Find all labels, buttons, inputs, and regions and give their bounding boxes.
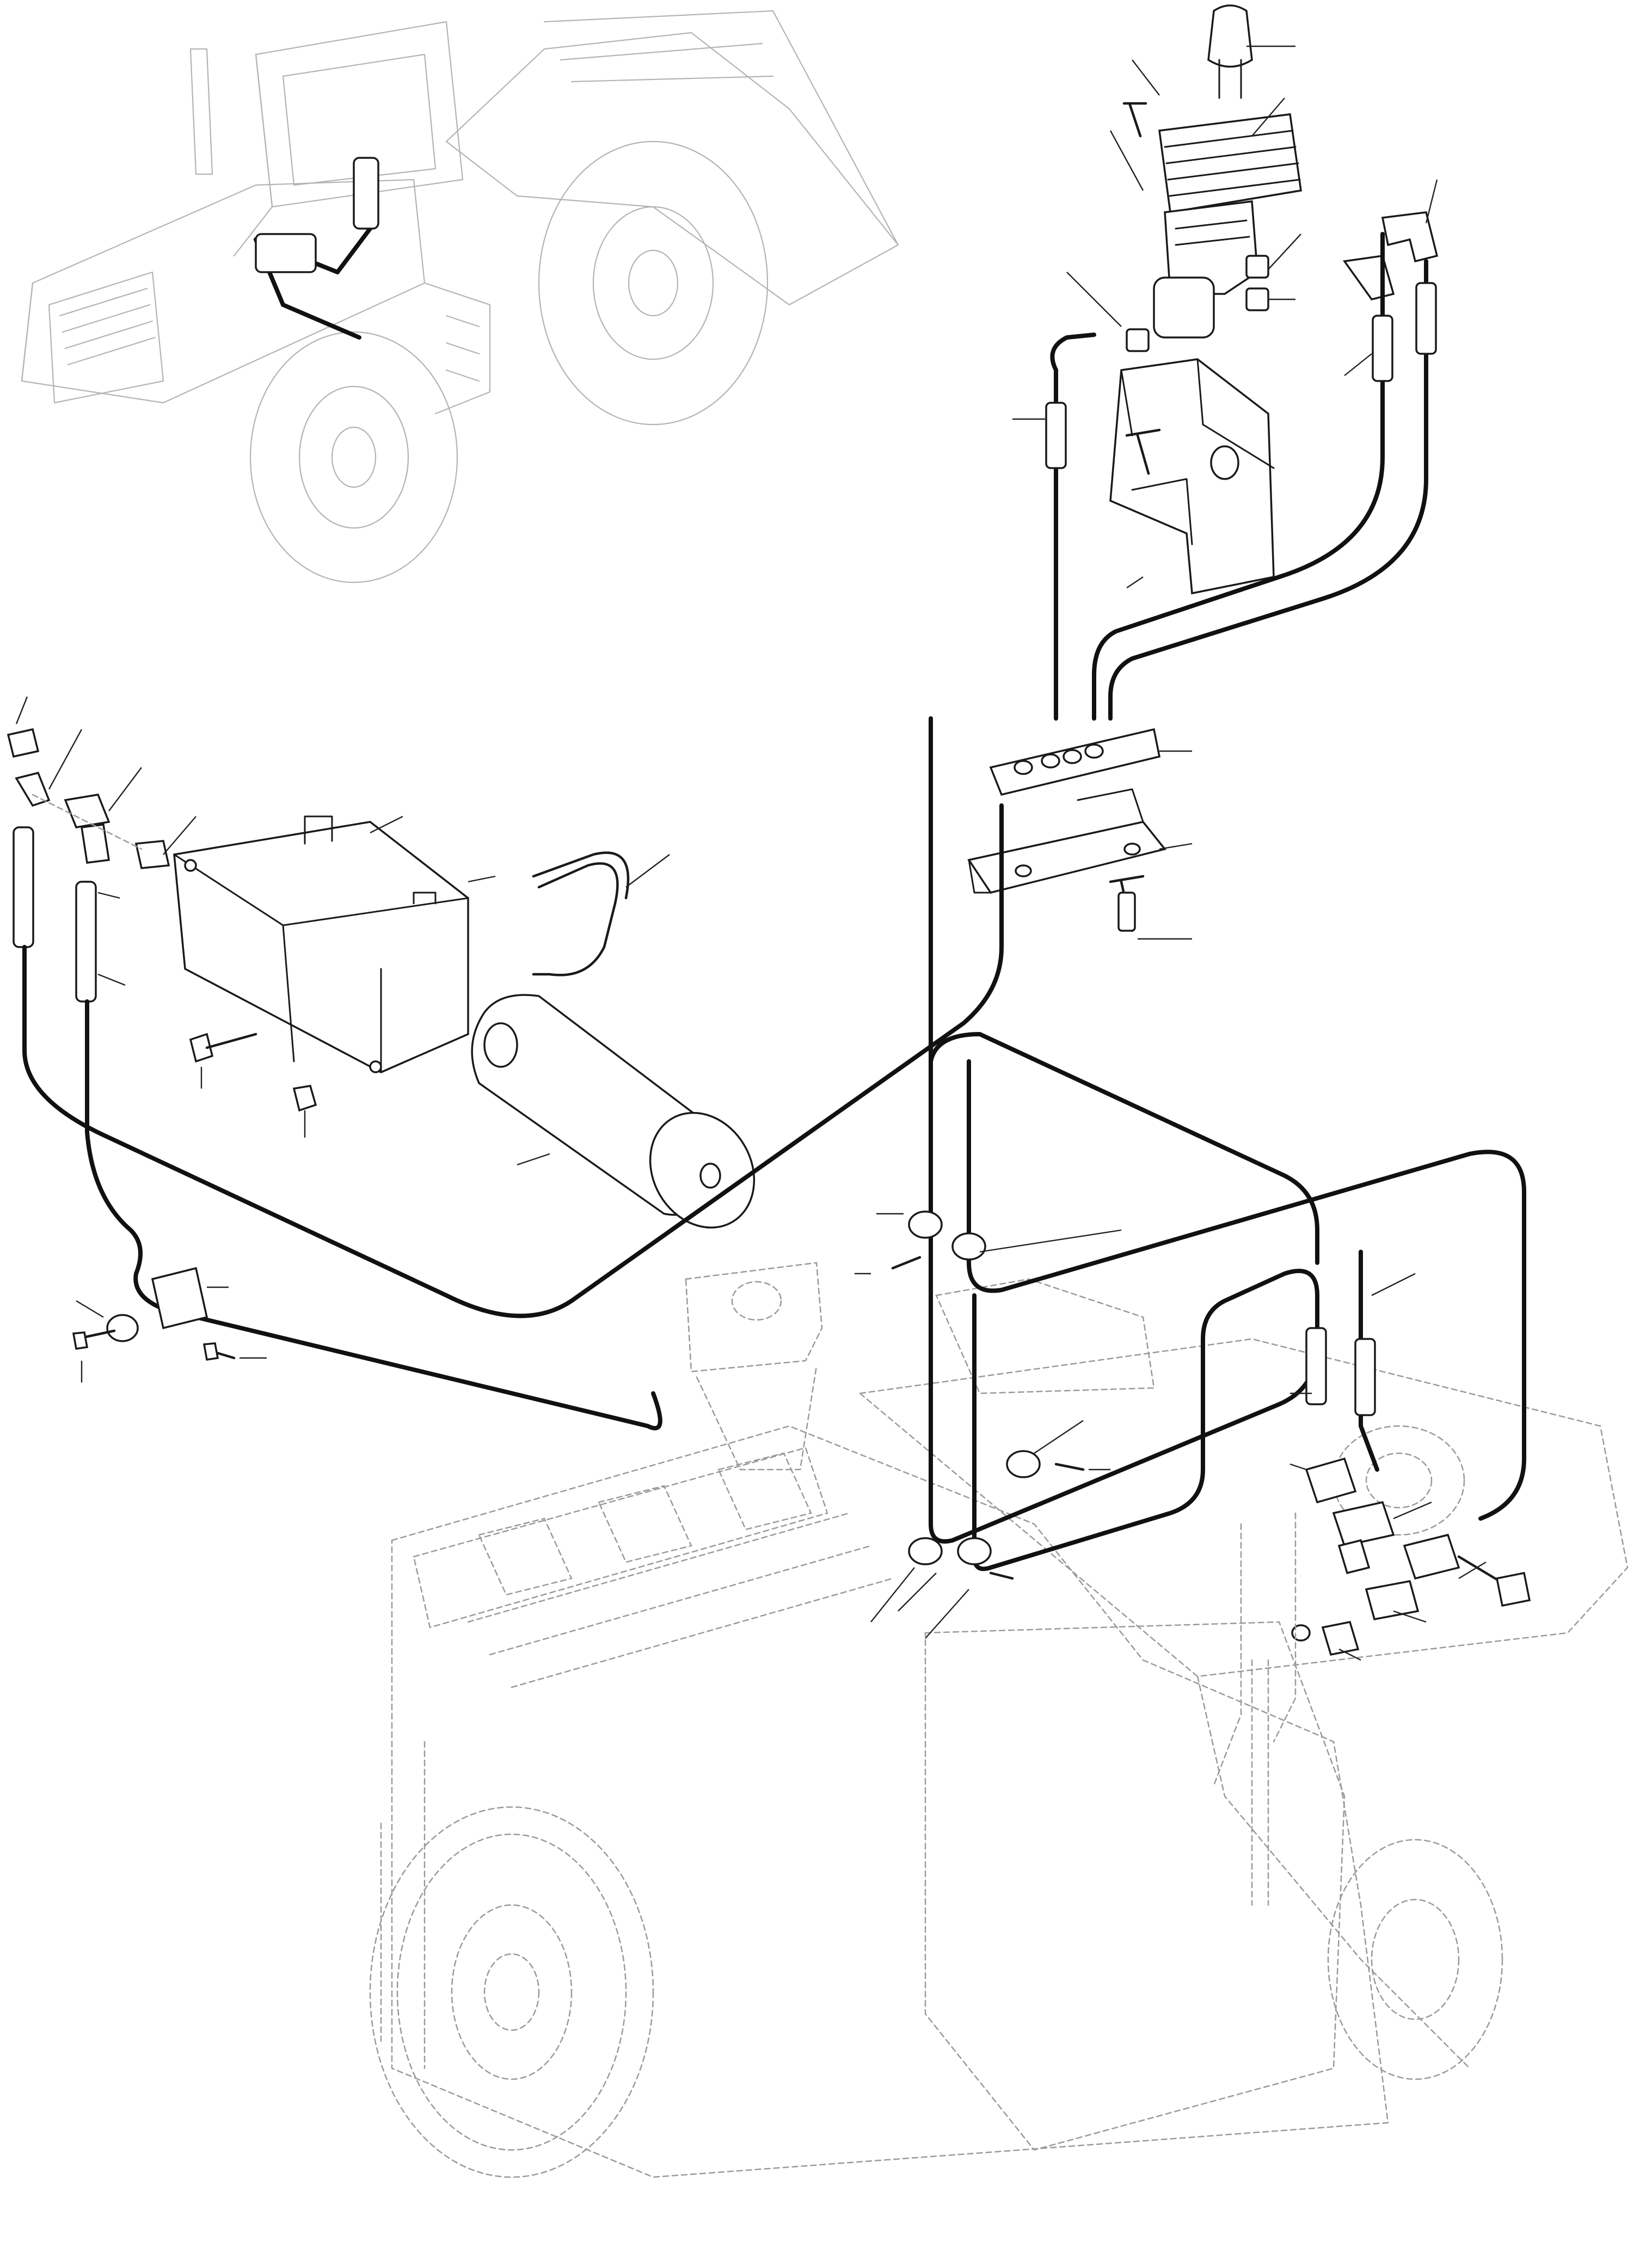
clamp-plate-lower xyxy=(967,821,1167,894)
leader-lines-upper xyxy=(1012,45,1438,588)
fitting-a xyxy=(7,728,40,758)
hose-clamp-plates xyxy=(967,728,1193,940)
sensor-g xyxy=(1403,1533,1460,1580)
fitting-3 xyxy=(1126,328,1150,352)
lever-hose-1 xyxy=(1050,333,1096,372)
u-bolt xyxy=(532,862,619,976)
transmission-hoses xyxy=(929,716,1531,1786)
transmission-view xyxy=(369,1262,1629,2178)
locator-lever-highlight xyxy=(353,157,379,230)
control-lever-view xyxy=(1045,4,1439,721)
accumulator-bracket xyxy=(173,821,469,1073)
lever-boot xyxy=(1158,113,1302,214)
fitting-2 xyxy=(1245,287,1269,311)
accumulator-hose-2 xyxy=(85,999,662,1430)
hose-clamps-left xyxy=(72,1267,267,1382)
elbow-b xyxy=(15,771,51,807)
lever-hose-3 xyxy=(1108,259,1428,721)
tee-f xyxy=(1332,1501,1395,1547)
adapter-d xyxy=(134,840,170,869)
hose-loop-1 xyxy=(929,716,1319,1571)
tee-c xyxy=(64,794,110,828)
lever-hose-2 xyxy=(1092,232,1385,721)
adapter-h xyxy=(1365,1580,1420,1621)
elbow-e xyxy=(1305,1457,1357,1504)
accumulator-view xyxy=(7,728,1004,1430)
clamp-block-left xyxy=(151,1267,208,1330)
accumulator-hose-1 xyxy=(22,803,1004,1318)
hose-clamps-center xyxy=(855,1210,1487,1661)
hose-end-2 xyxy=(75,881,97,1003)
hose-loop-3 xyxy=(967,1059,1526,1521)
machine-locator-view xyxy=(21,10,899,583)
lever-mounting-bracket xyxy=(1109,358,1275,595)
locator-accumulator-highlight xyxy=(255,233,317,273)
leader-lines-accumulator xyxy=(15,696,670,1166)
plug-i xyxy=(1321,1620,1360,1656)
fitting-1 xyxy=(1245,255,1269,279)
hose-loop-2 xyxy=(929,1032,1319,1265)
lever-knob xyxy=(1207,4,1253,68)
hose-end-1 xyxy=(13,826,34,948)
